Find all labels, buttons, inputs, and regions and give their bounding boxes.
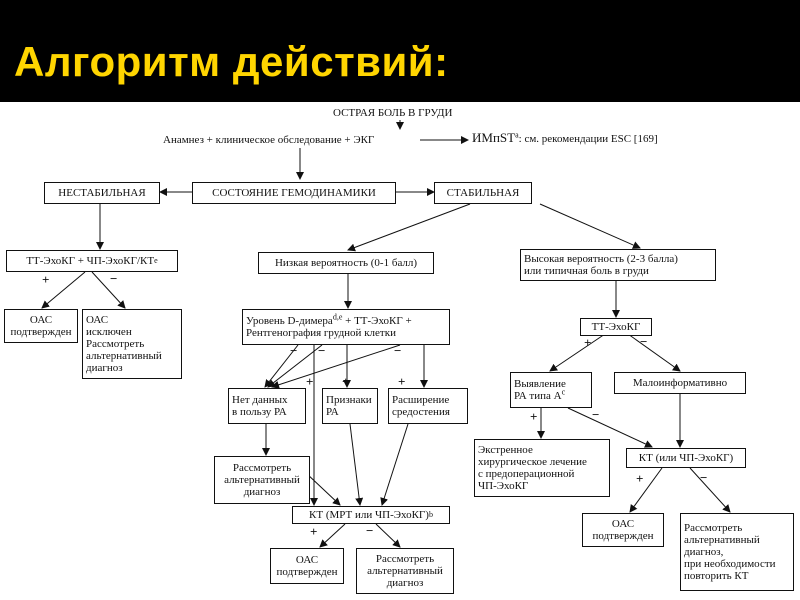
node-mediastinum: Расширение средостения [388,388,468,424]
node-imnst: ИМпSTa: см. рекомендации ESC [169] [472,130,658,145]
minus-tt: − [640,334,648,349]
minus-ddimer-3: − [394,343,402,358]
node-tt-echo: ТТ-ЭхоКГ [580,318,652,336]
arrow-test-oas1 [41,271,86,309]
arrow-test-excl [91,271,126,309]
arrow-mediast-ct [380,423,409,506]
node-detect-type-a: Выявление РА типа Аc [510,372,592,408]
arrow-ddimer-nodata-c [271,344,401,389]
arrow-cttee-oas3 [629,467,663,513]
node-hemodynamics: СОСТОЯНИЕ ГЕМОДИНАМИКИ [192,182,396,204]
minus-ddimer-2: − [318,343,326,358]
minus-unstable: − [110,271,118,286]
minus-ct-tee: − [700,470,708,485]
plus-detect: + [530,409,538,424]
node-stable: СТАБИЛЬНАЯ [434,182,532,204]
minus-detect: − [592,407,600,422]
plus-ddimer-ct: + [306,374,314,389]
node-high-probability: Высокая вероятность (2-3 балла) или типи… [520,249,716,281]
node-low-probability: Низкая вероятность (0-1 балл) [258,252,434,274]
node-surgery: Экстренное хирургическое лечение с предо… [474,439,610,497]
arrow-stable-low [347,203,471,252]
imnst-label: ИМпST [472,130,516,145]
node-acute-chest-pain: ОСТРАЯ БОЛЬ В ГРУДИ [333,107,453,119]
minus-ddimer-1: − [290,343,298,358]
imnst-rest: : см. рекомендации ESC [169] [518,133,658,145]
node-oas-confirmed-3: ОАС подтвержден [582,513,664,547]
node-ct-tee: КТ (или ЧП-ЭхоКГ) [626,448,746,468]
arrow-detect-cttee [567,407,653,448]
arrow-tt-detect [549,333,606,372]
arrow-stable-high [539,203,641,249]
arrow-ct-oas2 [319,523,346,548]
node-consider-repeat-ct: Рассмотреть альтернативный диагноз, при … [680,513,794,591]
minus-ct-mri: − [366,523,374,538]
node-consider-alt-2: Рассмотреть альтернативный диагноз [356,548,454,594]
node-oas-excluded: ОАС исключен Рассмотреть альтернативный … [82,309,182,379]
node-ddimer: Уровень D-димераd,e + ТТ-ЭхоКГ + Рентген… [242,309,450,345]
node-consider-alt-1: Рассмотреть альтернативный диагноз [214,456,310,504]
arrow-signs-ct [349,423,364,506]
arrow-ddimer-nodata-b [267,344,323,388]
plus-tt: + [584,335,592,350]
arrow-alt-ct [305,472,341,506]
node-no-data: Нет данных в пользу РА [228,388,306,424]
flowchart: ОСТРАЯ БОЛЬ В ГРУДИ Анамнез + клиническо… [0,102,800,600]
imnst-sup: a [515,130,519,140]
plus-ct-tee: + [636,471,644,486]
connector-lines [41,120,731,548]
plus-ddimer-signs: + [342,374,350,389]
node-unstable: НЕСТАБИЛЬНАЯ [44,182,160,204]
arrow-ct-alt2 [375,523,401,548]
arrow-cttee-alt3 [689,467,731,513]
plus-unstable: + [42,272,50,287]
plus-ct-mri: + [310,524,318,539]
node-history-exam: Анамнез + клиническое обследование + ЭКГ [163,134,375,146]
node-ct-mri: КТ (МРТ или ЧП-ЭхоКГ)b [292,506,450,524]
arrow-tt-uninf [627,333,681,372]
node-uninformative: Малоинформативно [614,372,746,394]
plus-ddimer-mediast: + [398,374,406,389]
node-oas-confirmed-1: ОАС подтвержден [4,309,78,343]
node-oas-confirmed-2: ОАС подтвержден [270,548,344,584]
node-signs: Признаки РА [322,388,378,424]
slide-title: Алгоритм действий: [14,38,449,85]
